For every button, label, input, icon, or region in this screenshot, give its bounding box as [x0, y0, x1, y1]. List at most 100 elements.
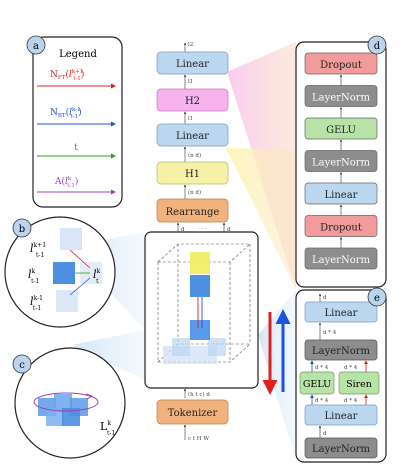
attention-ring-arrow: [85, 393, 94, 400]
e-dim-mid: d * 4: [323, 330, 337, 336]
d-block-dropout-0: [304, 52, 378, 75]
h2-block: [156, 88, 229, 112]
grid-cube-2: [54, 394, 72, 412]
badge-b: b: [12, 218, 32, 238]
rearrange-block: [156, 198, 229, 223]
svg-text:a: a: [33, 41, 39, 52]
d-block-label-3: LayerNorm: [312, 158, 371, 169]
cube-k-minus-1: [56, 290, 78, 312]
d-block-label-4: Linear: [325, 190, 358, 201]
svg-text:e: e: [374, 293, 380, 304]
rearrange-dim-label: (n d): [188, 189, 201, 196]
panel-d: DropoutLayerNormGELULayerNormLinearDropo…: [295, 41, 387, 288]
cube-k-plus-1: [60, 228, 82, 250]
fan-to-panel-d-lower: [226, 148, 296, 290]
tokenizer-block: [156, 399, 229, 425]
panel-e: Linear d d * 4 LayerNorm d * 4 d * 4 GEL…: [295, 289, 387, 463]
legend-title: Legend: [59, 49, 97, 60]
d-block-linear-4: [304, 182, 378, 205]
e-gelu-label: GELU: [303, 379, 331, 390]
e-layernorm-block: [304, 339, 378, 361]
d-block-dropout-5: [304, 215, 378, 237]
e-dim-low-left: d * 4: [315, 398, 329, 404]
d-block-gelu-2: [304, 117, 378, 140]
linear-top-block: [156, 51, 229, 75]
linear-mid-block: [156, 123, 229, 147]
h1-label: H1: [185, 169, 200, 180]
e-siren-label: Siren: [346, 379, 372, 390]
linear-top-label: Linear: [176, 59, 209, 70]
e-dim-low-right: d * 4: [344, 398, 358, 404]
token-cubes: [163, 252, 226, 364]
h1-dim-label: (n d): [188, 152, 201, 159]
grid-cube-4: [46, 408, 64, 426]
d-block-label-0: Dropout: [320, 60, 362, 71]
h2-dim-label: l1: [188, 79, 193, 85]
attention-ring: [33, 392, 99, 412]
e-dim-bottom: d: [323, 431, 327, 437]
e-linear-bottom-block: [304, 404, 378, 426]
badge-a: a: [26, 35, 46, 55]
top-dim-label: l2: [188, 42, 193, 48]
d-block-label-6: LayerNorm: [312, 255, 371, 266]
link-blue: [69, 277, 91, 296]
svg-text:d: d: [374, 41, 381, 52]
rearrange-out-dots: · · ·: [198, 227, 207, 233]
svg-text:b: b: [19, 224, 25, 235]
rearrange-label: Rearrange: [166, 207, 220, 218]
tokenizer-in-label: c t H W: [188, 436, 209, 442]
e-layernorm-label: LayerNorm: [312, 346, 371, 357]
d-block-label-2: GELU: [326, 125, 356, 136]
tokenizer-label: Tokenizer: [168, 408, 218, 419]
e-layernorm-bottom-label: LayerNorm: [312, 444, 371, 455]
e-linear-top-label: Linear: [325, 308, 358, 319]
badge-d: d: [367, 35, 387, 55]
cube-center: [53, 262, 75, 284]
rearrange-out-right: d: [227, 227, 231, 233]
token-cube-yellow: [190, 252, 210, 274]
d-block-label-5: Dropout: [320, 223, 362, 234]
d-block-label-1: LayerNorm: [312, 93, 371, 104]
badge-e: e: [367, 287, 387, 307]
h1-block: [156, 161, 229, 185]
legend-item-t: t: [74, 143, 78, 153]
grid-cube-5: [62, 408, 80, 426]
d-block-layernorm-1: [304, 85, 378, 107]
fan-to-panel-e: [258, 290, 296, 460]
main-stack: l2 Linear l1 H2 l1 Linear (n d) H1 (n d)…: [144, 42, 259, 442]
e-linear-bottom-label: Linear: [325, 411, 358, 422]
d-block-layernorm-3: [304, 150, 378, 172]
linear-mid-label: Linear: [176, 131, 209, 142]
e-siren-block: [338, 371, 380, 395]
svg-text:c: c: [19, 360, 25, 371]
h2-label: H2: [185, 96, 200, 107]
e-layernorm-bottom-block: [304, 437, 378, 459]
rearrange-out-left: d: [181, 227, 185, 233]
e-dim-top: d: [323, 295, 327, 301]
badge-c: c: [12, 354, 32, 374]
link-red: [69, 249, 91, 269]
e-gelu-block: [299, 371, 335, 395]
e-dim-left: d * 4: [315, 365, 329, 371]
token-cube-active-mid: [190, 275, 210, 297]
tokenizer-out-label: (h t c) d: [188, 391, 210, 398]
cube-right: [80, 262, 102, 284]
linear-mid-dim-label: l1: [188, 116, 193, 122]
d-block-layernorm-6: [304, 247, 378, 270]
token-cube-active-low: [190, 320, 210, 340]
fan-to-panel-c: [72, 330, 145, 380]
e-dim-right: d * 4: [344, 365, 358, 371]
e-linear-top-block: [304, 301, 378, 323]
